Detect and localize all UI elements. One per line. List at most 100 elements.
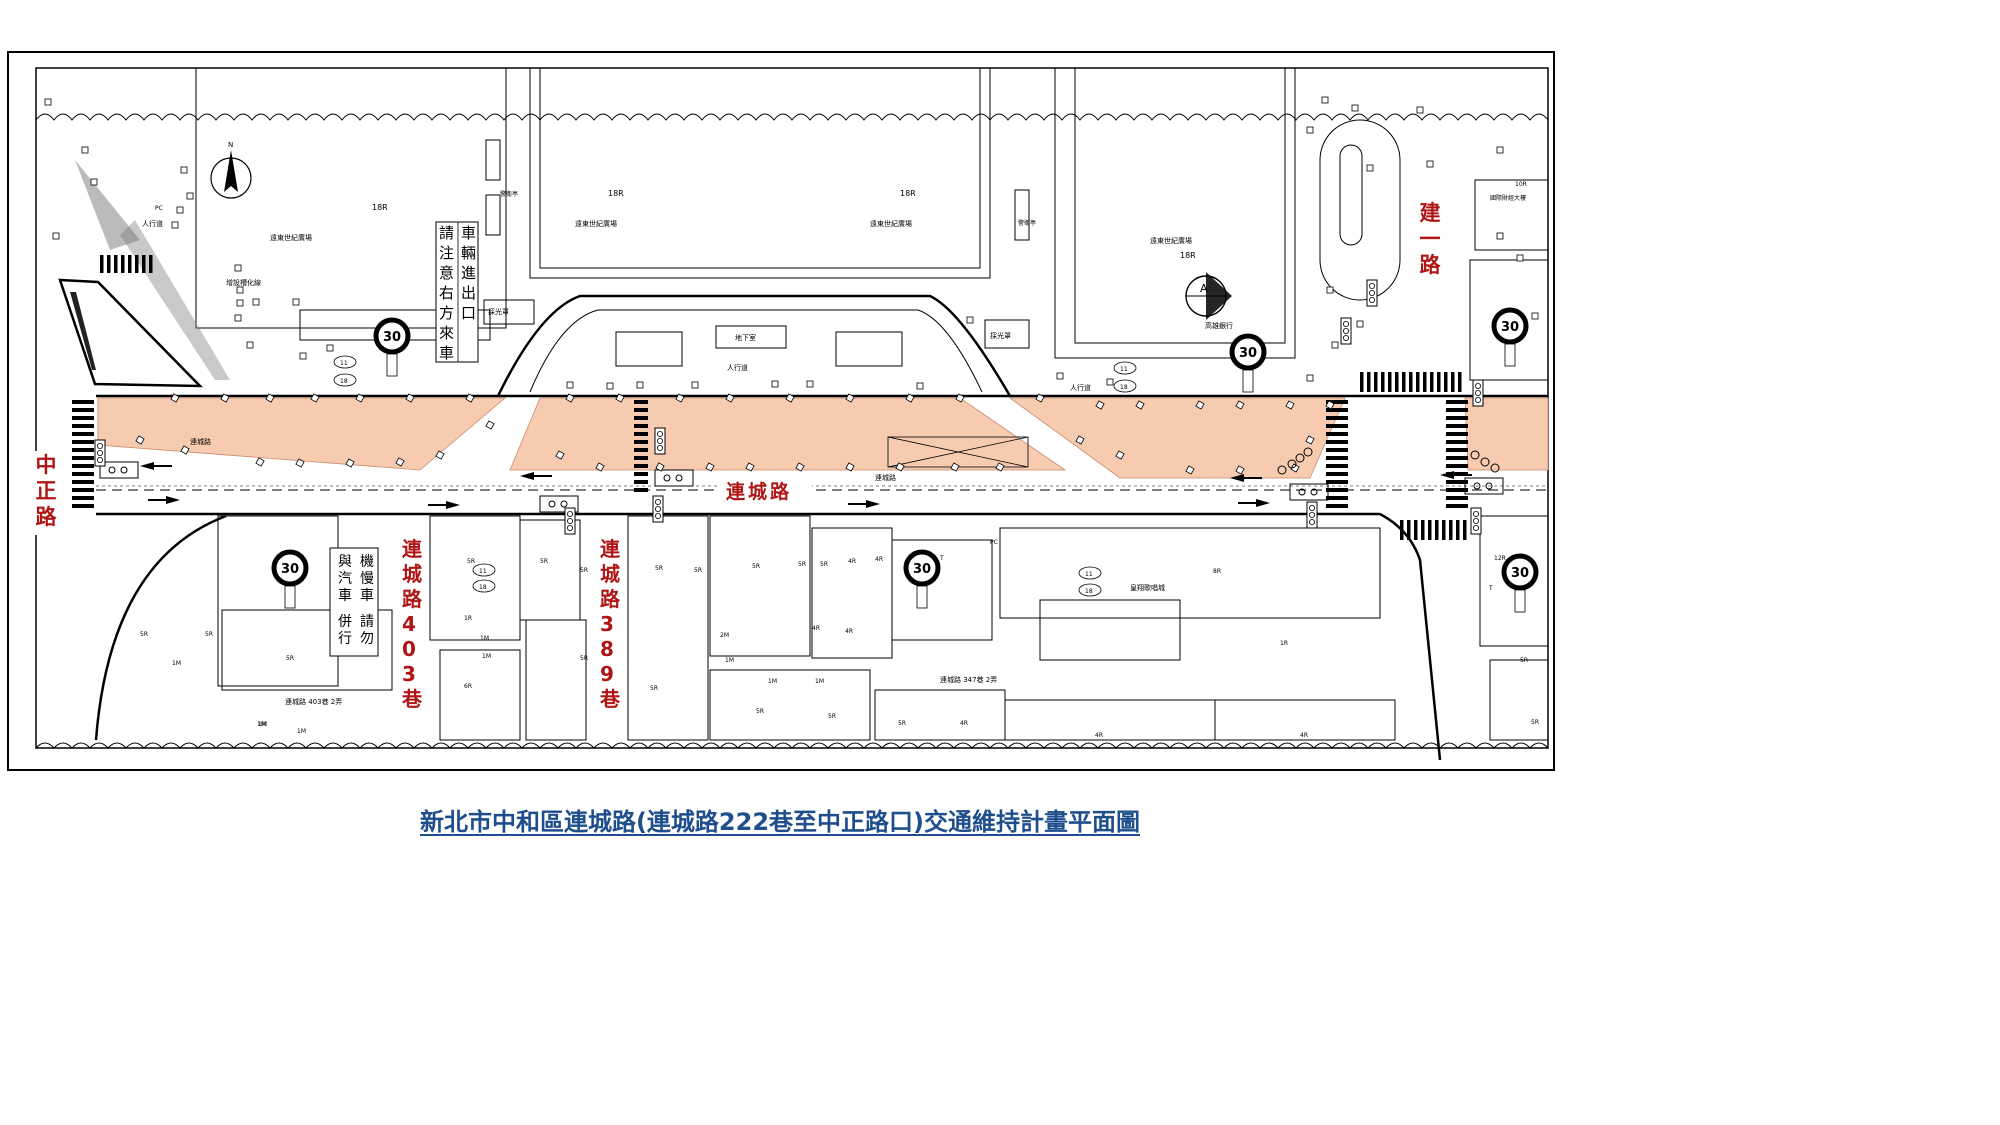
road-label-char: 路 (1420, 253, 1442, 277)
upper-note-char: 方 (439, 304, 454, 322)
road-label-char: 連 (600, 537, 621, 561)
road-label-char: 城 (402, 562, 422, 586)
lower-note-char: 請 (360, 614, 374, 630)
compass-n-label: N (228, 141, 233, 149)
floor-label: 1M (725, 657, 734, 664)
section-a-label: A (1200, 282, 1208, 295)
floor-18r-3: 18R (900, 189, 916, 198)
lane347-label: 連城路 347巷 2弄 (940, 675, 997, 684)
floor-label: 5R (1520, 657, 1528, 664)
floor-label: 1M (482, 653, 491, 660)
road-label-char: 路 (600, 587, 621, 611)
road-label-char: 巷 (599, 687, 621, 711)
floor-label: 5R (756, 708, 764, 715)
speed-limit-value: 30 (1239, 346, 1257, 361)
lane403-small-label: 連城路 403巷 2弄 (285, 697, 342, 706)
pc-label: PC (155, 205, 163, 212)
floor-label: 4R (875, 556, 883, 563)
upper-note-char: 來 (439, 324, 454, 342)
work-zone-1 (97, 397, 507, 471)
speed-limit-value: 30 (1501, 320, 1519, 335)
floor-markers: 5R5R5R1M5R5R5R5R5R5R5R5R4R4R5R5R5R5R5R5R… (140, 355, 1539, 739)
speed-limit-value: 30 (1511, 566, 1529, 581)
floor-label: 5R (540, 558, 548, 565)
speed-limit-value: 30 (383, 330, 401, 345)
floor-label: 12R (1494, 555, 1506, 562)
bus-route-label: 18 (479, 584, 487, 591)
cathay-label: 國際財經大樓 (1490, 194, 1526, 202)
floor-label: 6R (464, 683, 472, 690)
floor-18r-2: 18R (608, 189, 624, 198)
road-small-label-1: 連城路 (190, 437, 211, 446)
lower-note-char: 行 (338, 631, 352, 647)
plaza-inner-curb (529, 309, 983, 393)
road-label-char: 9 (600, 662, 614, 686)
road-label-char: 3 (402, 662, 416, 686)
road-label-char: 8 (600, 637, 614, 661)
lower-note-char: 機 (360, 554, 374, 570)
floor-label: 2M (720, 632, 729, 639)
upper-note-char: 口 (461, 304, 476, 322)
floor-label: 4R (848, 558, 856, 565)
floor-label: 4R (1300, 732, 1308, 739)
floor-label: 5R (205, 631, 213, 638)
road-label-char: 城 (600, 562, 620, 586)
road-label-char: 巷 (401, 687, 423, 711)
bus-route-label: 11 (1120, 366, 1128, 373)
upper-note-char: 出 (461, 284, 476, 302)
work-zone-2 (509, 397, 1067, 471)
upper-note-char: 車 (439, 344, 454, 362)
lower-note-char: 與 (338, 554, 352, 570)
floor-label: 5R (828, 713, 836, 720)
pc-label-2: PC (990, 539, 998, 546)
upper-note-char: 意 (439, 264, 454, 282)
upper-note-char: 請 (439, 224, 454, 242)
traffic-signals (94, 279, 1484, 535)
floor-18r-1: 18R (372, 203, 388, 212)
sidewalk-label-3: 人行道 (142, 219, 163, 228)
barrier-markers (135, 393, 1500, 475)
plan-title-text: 新北市中和區連城路(連城路222巷至中正路口)交通維持計畫平面圖 (419, 808, 1141, 836)
bus-route-label: 11 (340, 360, 348, 367)
lower-note-char: 車 (338, 587, 352, 604)
upper-note-sign (435, 221, 479, 363)
lower-note-char: 車 (360, 587, 374, 604)
work-zones (97, 397, 1549, 479)
road-label-char: 正 (36, 479, 57, 503)
work-zone-4 (1464, 397, 1549, 471)
road-label-char: 連 (402, 537, 423, 561)
floor-label: 4R (1095, 732, 1103, 739)
channel-note: 增設槽化線 (226, 278, 261, 287)
upper-note-char: 注 (439, 244, 454, 262)
floor-label: 1M (257, 721, 266, 728)
floor-label: 1M (815, 678, 824, 685)
floor-label: 5R (1531, 719, 1539, 726)
floor-label: 4R (812, 625, 820, 632)
traffic-plan-map: 18R 18R 18R 18R 遠東世紀廣場 遠東世紀廣場 遠東世紀廣場 遠東世… (7, 51, 1555, 771)
plaza-curb (496, 294, 1012, 397)
floor-label: 4R (960, 720, 968, 727)
speed-limit-value: 30 (913, 562, 931, 577)
labels: 18R 18R 18R 18R 遠東世紀廣場 遠東世紀廣場 遠東世紀廣場 遠東世… (142, 181, 1527, 706)
lower-note-char: 併 (338, 614, 352, 630)
song-city-label: 皇翔歌唱城 (1130, 583, 1165, 592)
plaza-label-2: 遠東世紀廣場 (575, 219, 617, 228)
floor-label: 5R (580, 655, 588, 662)
lower-note-char: 慢 (360, 570, 374, 587)
lower-note-sign (329, 547, 379, 657)
road-label-char: 0 (402, 637, 416, 661)
guard-label-1: 警衛亭 (500, 190, 518, 198)
floor-label: 1M (297, 728, 306, 735)
skylight-label-1: 採光罩 (488, 307, 509, 316)
floor-label: T (939, 555, 944, 562)
floor-label: 8R (1213, 568, 1221, 575)
floor-label: 1M (172, 660, 181, 667)
underground-label: 地下室 (735, 333, 756, 342)
floor-label: 5R (820, 561, 828, 568)
crosswalks (72, 255, 1468, 540)
floor-label: 5R (694, 567, 702, 574)
upper-note-char: 輛 (461, 244, 476, 262)
